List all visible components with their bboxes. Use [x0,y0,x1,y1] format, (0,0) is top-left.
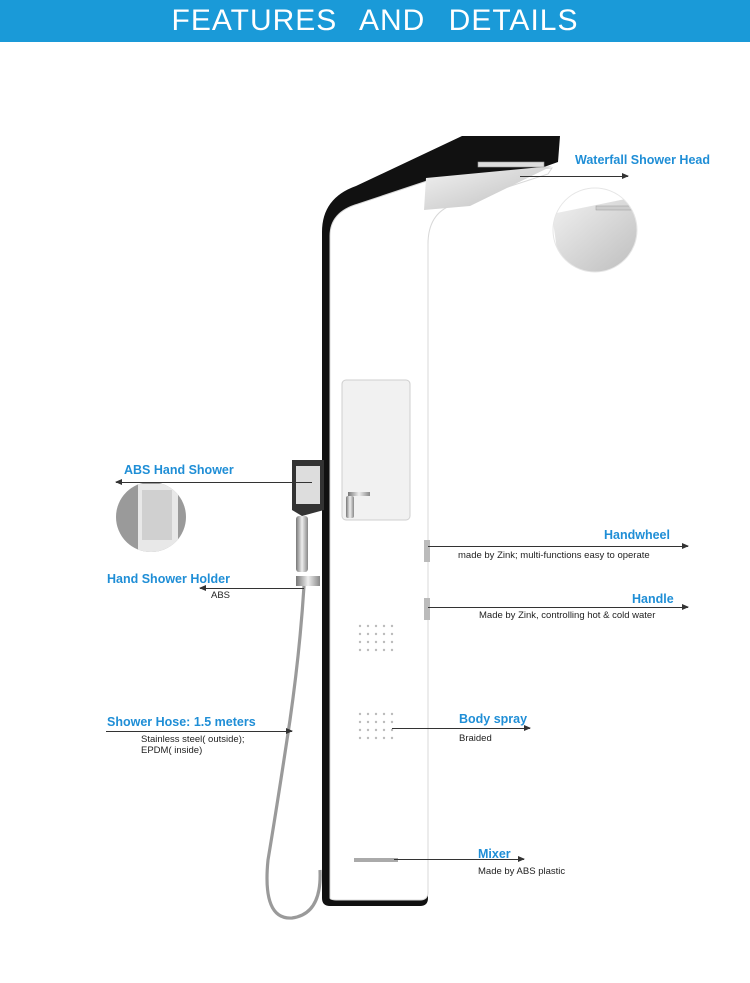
label-shower-hose: Shower Hose: 1.5 meters [107,715,256,729]
arrow-abs-hand-shower [115,479,312,485]
waterfall-detail-circle [553,188,637,272]
arrow-body-spray [392,725,531,731]
hand-shower-detail-circle [116,482,186,552]
arrow-mixer [394,856,525,862]
label-body-spray: Body spray [459,712,528,726]
waterfall-head [424,166,552,210]
label-waterfall-shower-head: Waterfall Shower Head [575,153,710,167]
shower-holder [296,576,320,586]
label-mixer: Mixer [478,847,511,861]
mixer-slot [354,858,398,862]
label-handwheel: Handwheel [604,528,670,542]
arrow-handwheel [428,543,689,549]
label-hand-shower-holder: Hand Shower Holder [107,572,230,586]
soap-dispenser [346,496,354,518]
handwheel-knob [424,540,430,562]
desc-handle: Made by Zink, controlling hot & cold wat… [479,610,656,621]
handle-knob [424,598,430,620]
desc-body-spray: Braided [459,733,492,744]
desc-hose-2: EPDM( inside) [141,745,203,756]
label-handle: Handle [632,592,674,606]
desc-hose-1: Stainless steel( outside); [141,734,245,745]
arrow-handle [428,604,689,610]
arrow-waterfall [520,173,629,179]
body-spray-grid-upper [358,624,394,652]
desc-mixer: Made by ABS plastic [478,866,566,877]
desc-holder: ABS [211,590,231,601]
label-abs-hand-shower: ABS Hand Shower [124,463,234,477]
arrow-holder [199,585,304,591]
hand-shower-handle [296,516,308,572]
niche [341,379,411,521]
panel-front [329,167,553,901]
shower-hose [265,585,322,920]
features-header: FEATURES AND DETAILS [0,0,750,42]
desc-handwheel: made by Zink; multi-functions easy to op… [458,550,650,561]
arrow-hose [106,728,293,734]
